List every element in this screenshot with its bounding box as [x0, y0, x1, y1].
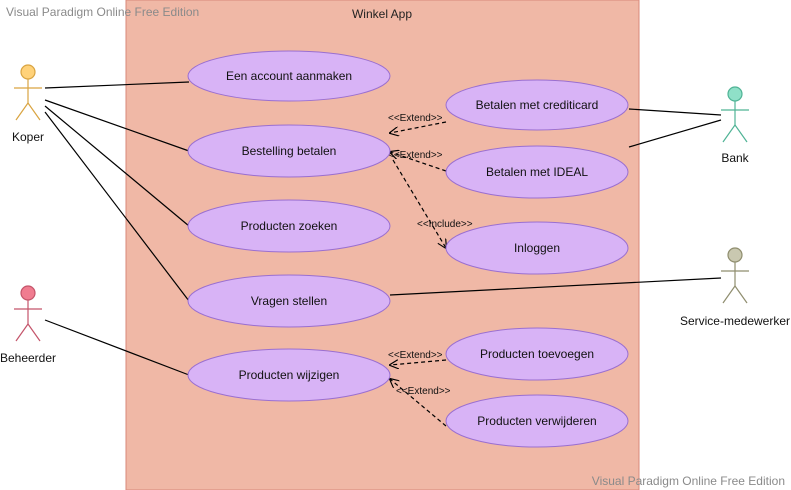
actor-service-label: Service-medewerker [680, 314, 790, 328]
usecase-creditcard-label: Betalen met crediticard [476, 98, 599, 112]
usecase-ideal-label: Betalen met IDEAL [486, 165, 588, 179]
usecase-verwijderen-label: Producten verwijderen [477, 414, 596, 428]
actor-beheerder-head [20, 285, 36, 301]
stereotype-extend-verwijderen: <<Extend>> [396, 386, 451, 397]
actor-koper-head [20, 64, 36, 80]
associations [44, 81, 722, 376]
extend-verwijderen-line[interactable] [390, 379, 447, 427]
usecase-verwijderen[interactable]: Producten verwijderen [445, 394, 629, 448]
assoc-bank-creditcard[interactable] [628, 108, 722, 116]
usecase-wijzigen-label: Producten wijzigen [239, 368, 340, 382]
usecase-account-label: Een account aanmaken [226, 69, 352, 83]
actor-bank-head [727, 86, 743, 102]
usecase-zoeken[interactable]: Producten zoeken [187, 199, 391, 253]
actor-service-head [727, 247, 743, 263]
usecases: Een account aanmaken Bestelling betalen … [187, 50, 629, 448]
assoc-service-vragen[interactable] [389, 277, 722, 296]
usecase-toevoegen-label: Producten toevoegen [480, 347, 594, 361]
usecase-vragen[interactable]: Vragen stellen [187, 274, 391, 328]
watermark-bottom: Visual Paradigm Online Free Edition [592, 474, 785, 488]
usecase-inloggen-label: Inloggen [514, 241, 560, 255]
actor-koper[interactable]: Koper [12, 64, 44, 144]
actor-beheerder[interactable]: Beheerder [0, 285, 56, 365]
assoc-koper-zoeken[interactable] [44, 105, 190, 227]
usecase-vragen-label: Vragen stellen [251, 294, 327, 308]
stereotype-include-inloggen: <<Include>> [417, 219, 473, 230]
dependencies [390, 121, 447, 427]
stereotype-extend-creditcard: <<Extend>> [388, 113, 443, 124]
extend-ideal-line[interactable] [390, 152, 447, 172]
assoc-koper-vragen[interactable] [44, 111, 190, 302]
usecase-toevoegen[interactable]: Producten toevoegen [445, 327, 629, 381]
extend-creditcard-line[interactable] [390, 121, 447, 133]
usecase-zoeken-label: Producten zoeken [241, 219, 338, 233]
assoc-koper-bestelling[interactable] [44, 99, 190, 152]
actor-service-medewerker[interactable]: Service-medewerker [680, 247, 790, 328]
watermark-top: Visual Paradigm Online Free Edition [6, 5, 199, 19]
assoc-beheerder-wijzigen[interactable] [44, 319, 190, 376]
assoc-bank-ideal[interactable] [628, 119, 722, 148]
usecase-creditcard[interactable]: Betalen met crediticard [445, 79, 629, 131]
usecase-bestelling-label: Bestelling betalen [242, 144, 337, 158]
extend-toevoegen-line[interactable] [390, 359, 447, 365]
usecase-inloggen[interactable]: Inloggen [445, 221, 629, 275]
usecase-ideal[interactable]: Betalen met IDEAL [445, 145, 629, 199]
usecase-wijzigen[interactable]: Producten wijzigen [187, 348, 391, 402]
stereotype-extend-ideal: <<Extend>> [388, 150, 443, 161]
system-title: Winkel App [352, 7, 412, 21]
include-inloggen-line[interactable] [392, 159, 446, 248]
stereotype-extend-toevoegen: <<Extend>> [388, 350, 443, 361]
usecase-account[interactable]: Een account aanmaken [187, 50, 391, 102]
actor-beheerder-label: Beheerder [0, 351, 56, 365]
actor-bank-label: Bank [721, 151, 749, 165]
usecase-bestelling[interactable]: Bestelling betalen [187, 124, 391, 178]
actor-bank[interactable]: Bank [721, 86, 750, 165]
assoc-koper-account[interactable] [44, 81, 190, 89]
actor-koper-label: Koper [12, 130, 44, 144]
